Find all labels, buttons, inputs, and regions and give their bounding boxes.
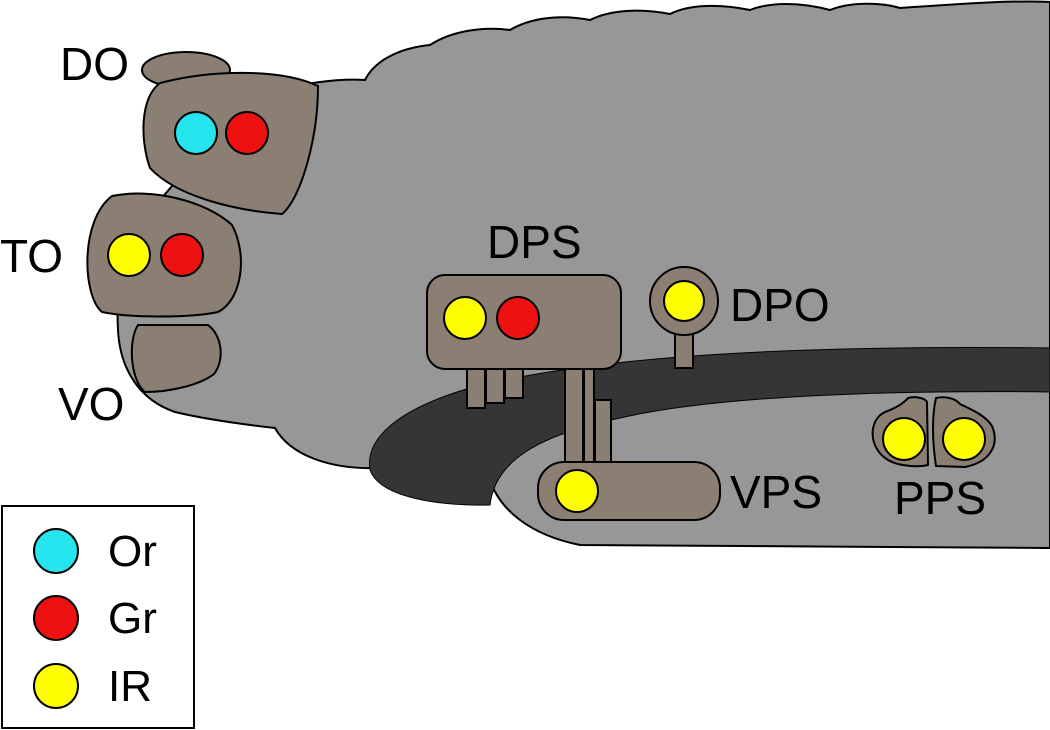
legend-gr-swatch [33, 595, 79, 641]
label-vps: VPS [730, 466, 822, 518]
label-pps: PPS [894, 472, 986, 524]
do-gr-dot [225, 111, 269, 155]
to-gr-dot [160, 233, 204, 277]
pps-ir-dot-left [882, 417, 926, 461]
vo-organ [130, 324, 222, 394]
legend-gr-label: Gr [108, 594, 157, 643]
legend-or-label: Or [108, 527, 157, 576]
legend-box [1, 505, 195, 729]
vps-ir-dot [555, 469, 599, 513]
label-dps: DPS [487, 216, 582, 268]
label-vo: VO [58, 378, 124, 430]
to-ir-dot [107, 233, 151, 277]
legend: Or Gr IR [1, 505, 195, 729]
pps-ir-dot-right [942, 417, 986, 461]
label-to: TO [0, 230, 63, 282]
legend-or-swatch [33, 528, 79, 574]
label-do: DO [60, 38, 129, 90]
dps-gr-dot [496, 296, 540, 340]
legend-ir-label: IR [108, 662, 152, 711]
dpo-ir-dot [663, 280, 705, 322]
dps-ir-dot [443, 296, 487, 340]
do-or-dot [174, 111, 218, 155]
label-dpo: DPO [730, 279, 830, 331]
legend-ir-swatch [33, 663, 79, 709]
oral-groove [368, 346, 1050, 506]
